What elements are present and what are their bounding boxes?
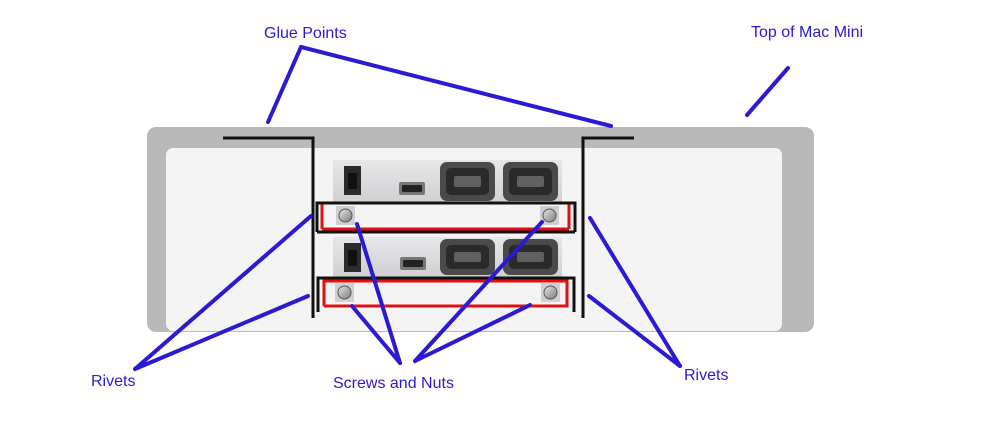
dc-power-jack-icon xyxy=(344,243,361,272)
dc-power-jack-icon xyxy=(344,166,361,195)
label-glue-points: Glue Points xyxy=(264,25,347,42)
firewire-800-port-icon xyxy=(503,162,558,201)
screw-icon xyxy=(335,283,354,302)
screw-icon xyxy=(540,206,559,225)
leader-glue-left xyxy=(266,45,303,124)
upper-bracket xyxy=(315,201,577,232)
leader-rivets-right-lower xyxy=(587,294,682,368)
annotation-leaders xyxy=(133,45,790,371)
lower-bracket-red xyxy=(322,279,569,308)
screw-icon xyxy=(541,283,560,302)
leader-screws-2 xyxy=(350,304,402,365)
leader-screws-4 xyxy=(413,303,532,363)
label-rivets-right: Rivets xyxy=(684,367,729,384)
left-mounting-bracket xyxy=(223,136,315,318)
lower-bracket xyxy=(316,276,576,312)
label-rivets-left: Rivets xyxy=(91,373,136,390)
firewire-800-port-icon xyxy=(440,162,495,201)
label-top-of-mac-mini: Top of Mac Mini xyxy=(751,24,864,41)
leader-rivets-left-lower xyxy=(133,294,310,371)
leader-screws-1 xyxy=(355,222,402,365)
leader-rivets-left-upper xyxy=(133,214,313,371)
leader-rivets-right-upper xyxy=(588,216,682,368)
firewire-800-port-icon xyxy=(440,239,495,275)
mini-usb-port-icon xyxy=(400,257,426,270)
screw-icon xyxy=(336,206,355,225)
label-screws-and-nuts: Screws and Nuts xyxy=(333,375,454,392)
leader-screws-3 xyxy=(413,220,544,363)
upper-interface-board xyxy=(333,160,562,203)
mini-usb-port-icon xyxy=(399,182,425,195)
leader-glue-right xyxy=(299,45,613,128)
right-mounting-bracket xyxy=(581,136,634,318)
leader-top-of-mac-mini xyxy=(745,66,790,117)
